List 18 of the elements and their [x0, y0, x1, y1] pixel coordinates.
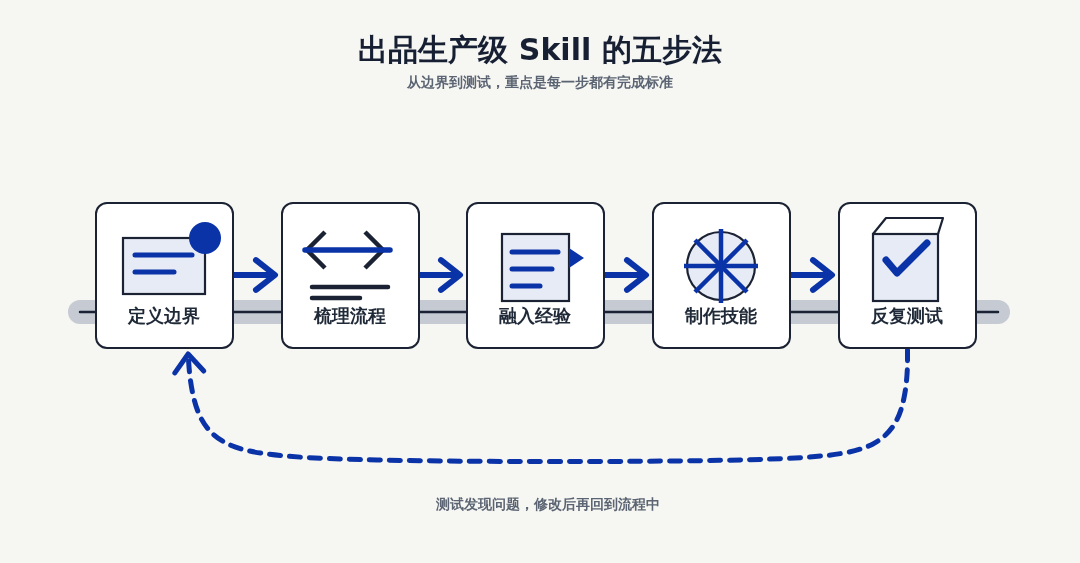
- arrow: [791, 257, 835, 293]
- arrow: [605, 257, 649, 293]
- step-label: 制作技能: [685, 305, 757, 327]
- title: 出品生产级 Skill 的五步法: [358, 31, 722, 69]
- step-card: [838, 202, 977, 349]
- step-label: 定义边界: [128, 305, 200, 327]
- arrow: [420, 257, 463, 293]
- dashed-arrow: [172, 347, 910, 465]
- edge-label: 测试发现问题，修改后再回到流程中: [433, 495, 662, 513]
- step-label: 梳理流程: [314, 305, 386, 327]
- step-card: [652, 202, 791, 349]
- step-label: 反复测试: [871, 305, 943, 327]
- step-card: [281, 202, 420, 349]
- step-label: 融入经验: [499, 305, 571, 327]
- step-card: [95, 202, 234, 349]
- subtitle: 从边界到测试，重点是每一步都有完成标准: [407, 73, 673, 91]
- arrow: [234, 257, 278, 293]
- step-card: [466, 202, 605, 349]
